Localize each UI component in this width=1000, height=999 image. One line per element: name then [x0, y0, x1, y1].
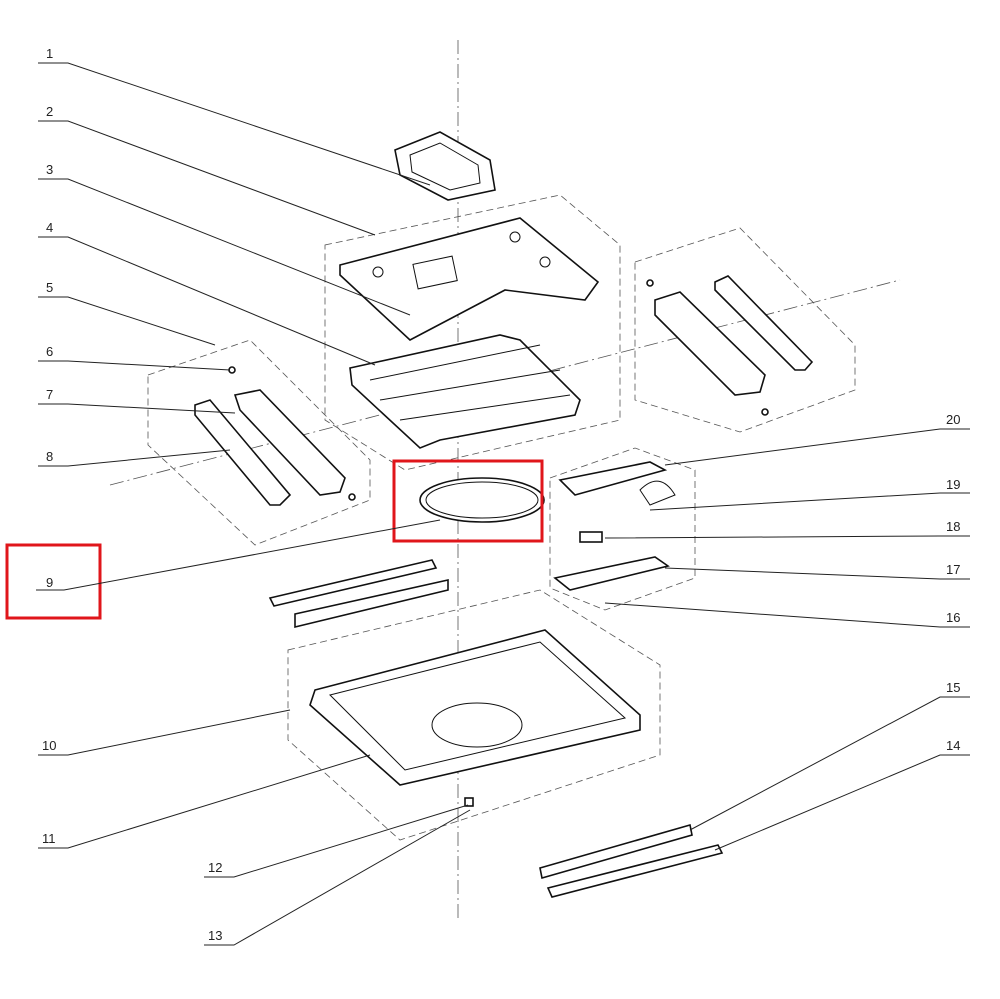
callout-17[interactable]: 17 — [664, 562, 970, 580]
label-13: 13 — [208, 928, 222, 943]
part-10-base — [309, 629, 641, 807]
part-9-ring — [419, 477, 545, 523]
part-4-frame — [349, 334, 581, 449]
callout-11[interactable]: 11 — [38, 754, 371, 849]
callout-6[interactable]: 6 — [38, 344, 231, 371]
group-box-base — [287, 589, 661, 841]
callout-1[interactable]: 1 — [38, 46, 431, 186]
label-9: 9 — [46, 575, 53, 590]
label-20: 20 — [946, 412, 960, 427]
label-18: 18 — [946, 519, 960, 534]
label-11: 11 — [42, 831, 56, 846]
part-3-top-cover — [339, 217, 600, 341]
highlight-part-9 — [392, 459, 544, 543]
label-15: 15 — [946, 680, 960, 695]
part-right-duct — [646, 275, 814, 416]
group-box-left — [147, 339, 371, 546]
callout-14[interactable]: 14 — [714, 738, 970, 851]
part-20-board — [553, 461, 676, 591]
callout-4[interactable]: 4 — [38, 220, 376, 366]
label-4: 4 — [46, 220, 53, 235]
part-14-strip — [546, 844, 724, 898]
label-12: 12 — [208, 860, 222, 875]
callout-13[interactable]: 13 — [204, 809, 471, 946]
callout-5[interactable]: 5 — [38, 280, 216, 346]
highlight-label-9 — [5, 543, 102, 620]
callout-2[interactable]: 2 — [38, 104, 376, 236]
callout-9[interactable]: 9 — [36, 519, 441, 591]
callout-7[interactable]: 7 — [38, 387, 236, 414]
callout-10[interactable]: 10 — [38, 709, 291, 756]
part-slider-bar — [268, 559, 449, 629]
callout-8[interactable]: 8 — [38, 449, 231, 467]
callout-20[interactable]: 20 — [664, 412, 970, 466]
label-1: 1 — [46, 46, 53, 61]
label-19: 19 — [946, 477, 960, 492]
label-8: 8 — [46, 449, 53, 464]
group-box-right — [634, 227, 856, 433]
callout-16[interactable]: 16 — [604, 602, 970, 628]
callout-3[interactable]: 3 — [38, 162, 411, 316]
part-17-panel — [553, 556, 670, 591]
label-3: 3 — [46, 162, 53, 177]
group-box-electronics — [549, 447, 696, 611]
callout-15[interactable]: 15 — [689, 680, 970, 831]
label-2: 2 — [46, 104, 53, 119]
label-10: 10 — [42, 738, 56, 753]
part-1-seal — [394, 131, 496, 201]
label-14: 14 — [946, 738, 960, 753]
part-7-duct — [194, 366, 356, 506]
callout-12[interactable]: 12 — [204, 804, 469, 878]
label-16: 16 — [946, 610, 960, 625]
label-5: 5 — [46, 280, 53, 295]
part-12-clip — [464, 797, 474, 807]
label-17: 17 — [946, 562, 960, 577]
part-19-wire — [639, 480, 676, 506]
part-18-connector — [579, 531, 603, 543]
label-7: 7 — [46, 387, 53, 402]
part-15-strip — [539, 823, 724, 898]
label-6: 6 — [46, 344, 53, 359]
group-box-top — [324, 194, 621, 471]
callout-19[interactable]: 19 — [649, 477, 970, 511]
callout-18[interactable]: 18 — [604, 519, 970, 539]
